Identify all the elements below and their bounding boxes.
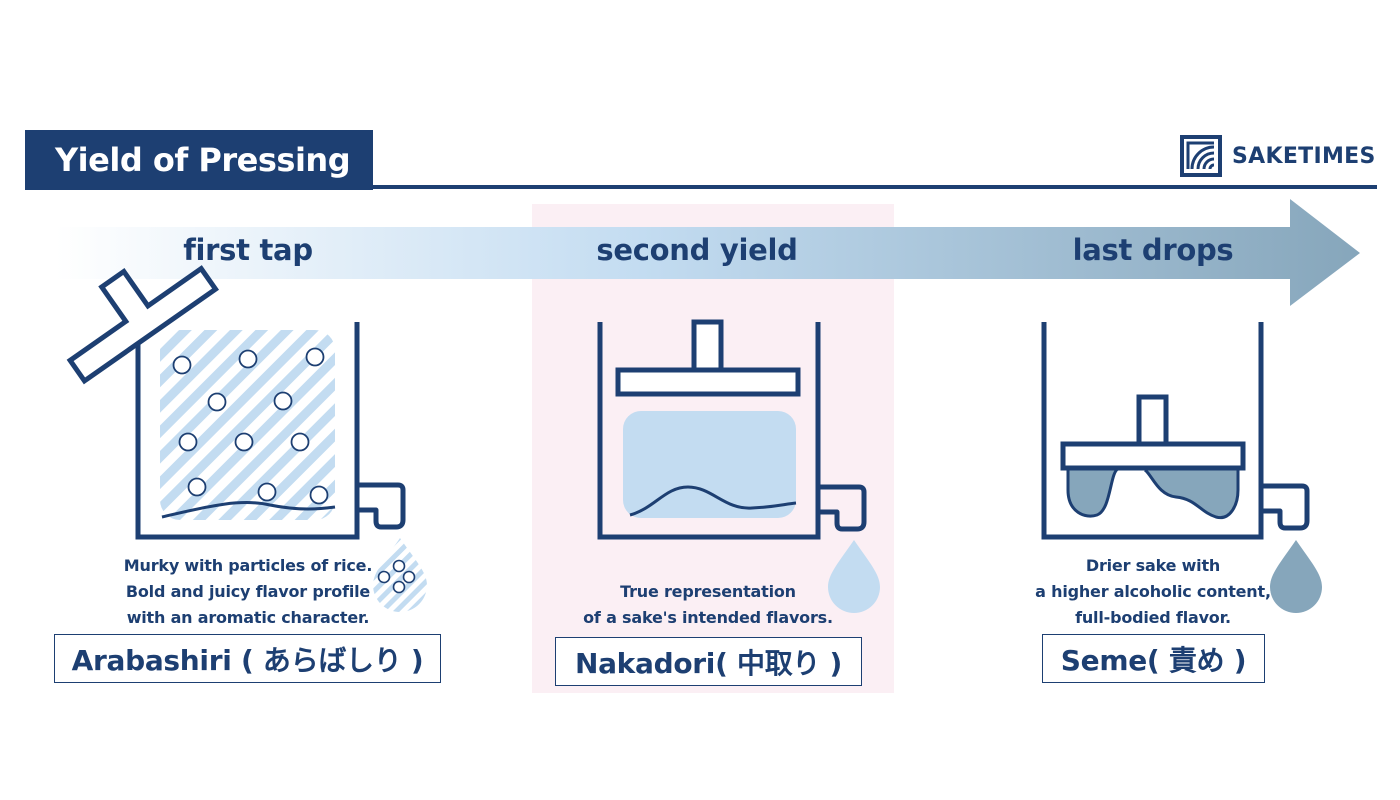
description-line: Bold and juicy flavor profile bbox=[125, 582, 371, 601]
description-line: True representation bbox=[620, 582, 796, 601]
timeline-arrow bbox=[55, 199, 1360, 306]
nakadori-description: True representation of a sake's intended… bbox=[562, 579, 854, 631]
brand-name: SAKETIMES bbox=[1232, 143, 1376, 169]
arabashiri-press-illustration bbox=[66, 265, 427, 612]
arabashiri-description: Murky with particles of rice. Bold and j… bbox=[90, 553, 406, 631]
seme-name: Seme( 責め ) bbox=[1060, 643, 1247, 677]
arabashiri-name: Arabashiri ( あらばしり ) bbox=[71, 643, 424, 677]
stage-label-last-drops: last drops bbox=[1072, 233, 1234, 267]
nakadori-name: Nakadori( 中取り ) bbox=[574, 646, 843, 680]
seme-description: Drier sake with a higher alcoholic conte… bbox=[1020, 553, 1286, 631]
seme-name-box: Seme( 責め ) bbox=[1042, 634, 1265, 683]
stage-label-first-tap: first tap bbox=[183, 233, 313, 267]
nakadori-press-illustration bbox=[597, 319, 880, 613]
stage-label-second-yield: second yield bbox=[596, 233, 798, 267]
title-rule bbox=[370, 185, 1377, 189]
page-title: Yield of Pressing bbox=[55, 141, 351, 179]
brand: SAKETIMES bbox=[1180, 134, 1376, 178]
description-line: Drier sake with bbox=[1085, 556, 1221, 575]
cloudy-drop-icon bbox=[373, 538, 427, 612]
clear-drop-icon bbox=[828, 540, 880, 613]
dark-drop-icon bbox=[1270, 540, 1322, 613]
description-line: Murky with particles of rice. bbox=[123, 556, 373, 575]
seme-press-illustration bbox=[1041, 322, 1322, 613]
nakadori-name-box: Nakadori( 中取り ) bbox=[555, 637, 862, 686]
description-line: of a sake's intended flavors. bbox=[583, 608, 833, 627]
saketimes-logo-icon bbox=[1180, 135, 1222, 177]
description-line: with an aromatic character. bbox=[126, 608, 370, 627]
description-line: a higher alcoholic content, bbox=[1035, 582, 1271, 601]
arabashiri-name-box: Arabashiri ( あらばしり ) bbox=[54, 634, 441, 683]
description-line: full-bodied flavor. bbox=[1075, 608, 1231, 627]
title-banner: Yield of Pressing bbox=[25, 130, 373, 190]
